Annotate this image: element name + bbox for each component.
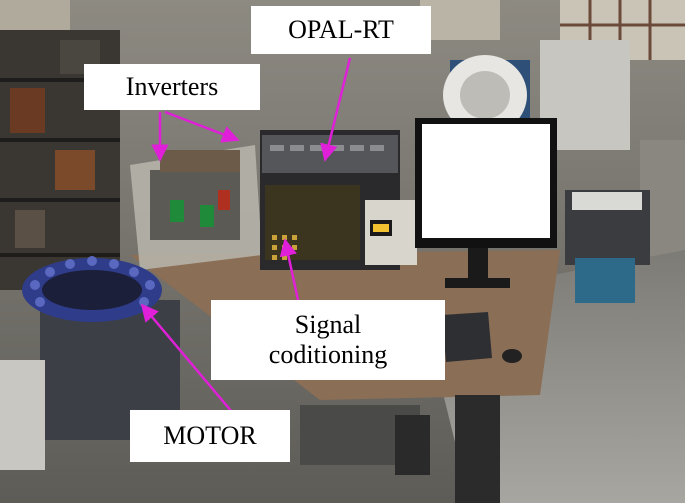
table-leg [455,395,500,503]
keyboard [442,312,492,362]
motor-label: MOTOR [130,410,290,462]
window-mid [420,0,500,40]
signal-conditioning-label: Signal coditioning [211,300,445,380]
inverters-label: Inverters [84,64,260,110]
annotation-arrows [140,57,352,413]
arrow-inverters-right [164,110,240,143]
signal-label-line2: coditioning [268,340,388,369]
equipment-left [0,360,45,470]
arrow-signal [279,238,300,301]
signal-label-line1: Signal [294,310,362,340]
opal-rt-label: OPAL-RT [251,6,431,54]
mouse [502,349,522,363]
arrow-motor [140,303,233,413]
arrow-opal-rt [320,57,352,162]
